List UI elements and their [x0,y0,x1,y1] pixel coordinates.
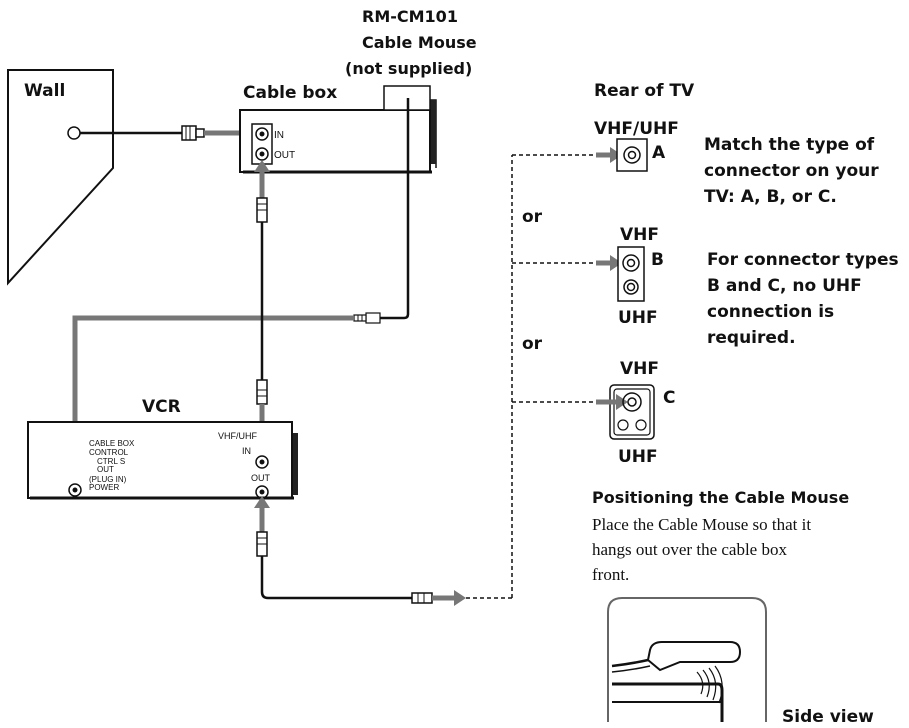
vcr-label: VCR [142,397,181,417]
svg-text:required.: required. [707,328,796,348]
vcr-control-jack [68,483,82,497]
or-label-2: or [522,334,543,354]
connector-c-label: C [663,388,675,408]
svg-text:OUT: OUT [97,465,114,474]
vcr-out-label: OUT [251,473,271,483]
side-view-illustration [607,597,767,722]
svg-text:Match the type of: Match the type of [704,135,875,155]
svg-text:For connector types: For connector types [707,250,899,270]
vcr-in-label: IN [242,446,251,456]
rear-of-tv-label: Rear of TV [594,81,695,101]
vcr: VCR CABLE BOX CONTROL CTRL S OUT (PLUG I… [27,397,298,500]
positioning-heading: Positioning the Cable Mouse [592,488,849,507]
svg-text:CONTROL: CONTROL [89,448,129,457]
wall-jack [67,126,81,140]
svg-text:Cable Mouse: Cable Mouse [362,33,477,52]
positioning-body: Place the Cable Mouse so that it hangs o… [592,515,811,584]
svg-text:front.: front. [592,565,629,584]
coax-plug-wall [181,125,205,141]
cable-mouse-wire [380,98,410,320]
svg-text:hangs out over the cable box: hangs out over the cable box [592,540,787,559]
wall-label: Wall [24,81,65,101]
svg-text:(PLUG IN): (PLUG IN) [89,475,127,484]
vhf-b-label: VHF [620,225,659,245]
svg-text:CTRL S: CTRL S [97,457,125,466]
svg-text:(not supplied): (not supplied) [345,59,472,78]
coax-plug-vcr-out [256,531,268,557]
side-view-label: Side view [782,707,874,727]
vcr-control-label: CABLE BOX CONTROL CTRL S OUT (PLUG IN) P… [89,439,135,492]
mini-plug [353,312,381,324]
coax-plug-tv [411,592,433,604]
cable-box: Cable box IN OUT [239,83,437,174]
cable-mouse-label: RM-CM101 Cable Mouse (not supplied) [345,7,477,78]
cable-box-in-label: IN [274,130,284,141]
svg-text:CABLE BOX: CABLE BOX [89,439,135,448]
svg-text:POWER: POWER [89,483,119,492]
connector-b-label: B [651,250,664,270]
vcr-in-jack [255,455,269,469]
dashed-connections [466,154,596,599]
coax-plug-bottom [256,379,268,405]
coax-plug-top [256,197,268,223]
wall: Wall [7,69,114,286]
svg-text:TV: A, B, or C.: TV: A, B, or C. [704,187,837,207]
tv-connector-c: VHF C UHF [596,359,675,467]
coax-cable-vcr-tv [260,556,412,600]
no-uhf-note: For connector types B and C, no UHF conn… [707,250,899,348]
svg-text:connection is: connection is [707,302,834,322]
match-connector-note: Match the type of connector on your TV: … [704,135,879,207]
or-label-1: or [522,207,543,227]
svg-text:B and C, no UHF: B and C, no UHF [707,276,862,296]
uhf-b-label: UHF [618,308,658,328]
vcr-vhf-uhf-label: VHF/UHF [218,431,257,441]
cable-box-out-label: OUT [274,150,295,161]
cable-box-jacks [251,123,273,165]
tv-connector-b: VHF B UHF [596,225,664,328]
uhf-c-label: UHF [618,447,658,467]
vhf-c-label: VHF [620,359,659,379]
svg-text:connector on your: connector on your [704,161,879,181]
vhf-uhf-label: VHF/UHF [594,119,679,139]
cable-box-label: Cable box [243,83,337,103]
svg-text:RM-CM101: RM-CM101 [362,7,458,26]
tv-connector-a: A [596,138,666,172]
connector-a-label: A [652,143,666,163]
svg-text:Place the Cable Mouse so that: Place the Cable Mouse so that it [592,515,811,534]
